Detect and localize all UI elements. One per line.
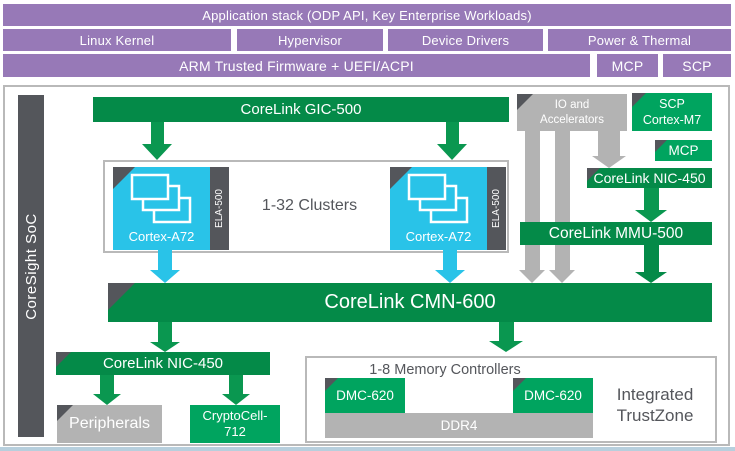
corner-accent: [655, 140, 667, 152]
gic-500-label: CoreLink GIC-500: [240, 101, 362, 118]
corner-accent: [113, 167, 135, 189]
peripherals-box: Peripherals: [57, 405, 162, 443]
linux-kernel-label: Linux Kernel: [79, 32, 155, 48]
linux-kernel-cell: Linux Kernel: [3, 29, 231, 51]
coresight-soc-label: CoreSight SoC: [22, 212, 40, 320]
arrow-nic450-to-mmu: [635, 188, 667, 222]
cortex-a72-block-right: Cortex-A72 ELA-500: [390, 167, 506, 250]
corner-accent: [57, 405, 73, 421]
mmu-500-bar: CoreLink MMU-500: [520, 222, 712, 245]
clusters-count-label: 1-32 Clusters: [261, 197, 358, 214]
device-drivers-label: Device Drivers: [421, 32, 510, 48]
corner-accent: [587, 168, 600, 181]
io-label-line2: Accelerators: [540, 113, 604, 126]
ddr4-label: DDR4: [440, 418, 478, 433]
arrow-nic450-to-peripherals: [93, 375, 121, 405]
cortex-a72-block-left: Cortex-A72 ELA-500: [113, 167, 229, 250]
mcp-firmware-cell: MCP: [597, 54, 658, 77]
arrow-gic-to-right-cluster: [437, 122, 467, 160]
nic-450-bottom-label: CoreLink NIC-450: [102, 355, 224, 372]
device-drivers-cell: Device Drivers: [388, 29, 543, 51]
arrow-cmn-to-memory: [489, 322, 523, 352]
corner-accent: [390, 167, 412, 189]
arm-trusted-firmware-label: ARM Trusted Firmware + UEFI/ACPI: [179, 57, 414, 74]
peripherals-label: Peripherals: [69, 415, 150, 432]
cmn-600-bar: CoreLink CMN-600: [108, 283, 712, 322]
nic-450-top-label: CoreLink NIC-450: [593, 170, 706, 186]
mcp-box: MCP: [655, 140, 712, 161]
bottom-edge-accent: [0, 447, 735, 451]
memory-controllers-title: 1-8 Memory Controllers: [369, 362, 521, 378]
corner-accent: [108, 283, 135, 310]
arrow-cmn-to-nic450-bottom: [150, 322, 180, 352]
cryptocell-label-line2: 712: [224, 424, 246, 439]
arrow-io-bus-2-to-cmn: [549, 131, 575, 283]
dmc-620-right-label: DMC-620: [524, 388, 582, 403]
mcp-label: MCP: [668, 143, 699, 158]
cortex-a72-label: Cortex-A72: [405, 228, 472, 244]
ela-500-strip: ELA-500: [210, 167, 229, 250]
ela-500-label: ELA-500: [491, 189, 503, 228]
mmu-500-label: CoreLink MMU-500: [548, 224, 684, 242]
application-stack-bar: Application stack (ODP API, Key Enterpri…: [3, 4, 731, 26]
mcp-firmware-label: MCP: [611, 57, 644, 74]
dmc-620-left-label: DMC-620: [336, 388, 394, 403]
ela-500-strip: ELA-500: [487, 167, 506, 250]
coresight-soc-bar: CoreSight SoC: [18, 95, 44, 437]
scp-label-line1: SCP: [659, 96, 685, 111]
cpu-cluster-icon: [130, 173, 192, 224]
cortex-a72-label: Cortex-A72: [128, 228, 195, 244]
arm-trusted-firmware-cell: ARM Trusted Firmware + UEFI/ACPI: [3, 54, 590, 77]
arrow-gic-to-left-cluster: [142, 122, 172, 160]
corner-accent: [56, 352, 71, 367]
nic-450-top-bar: CoreLink NIC-450: [587, 168, 712, 188]
dmc-620-right-box: DMC-620: [513, 378, 593, 413]
gic-500-bar: CoreLink GIC-500: [93, 97, 509, 122]
cryptocell-712-box: CryptoCell- 712: [190, 405, 280, 443]
cortex-a72-tile: Cortex-A72: [390, 167, 487, 250]
corner-accent: [513, 378, 526, 391]
arrow-left-cluster-to-cmn: [150, 250, 180, 283]
scp-cortex-m7-box: SCP Cortex-M7: [632, 93, 712, 131]
dmc-620-left-box: DMC-620: [325, 378, 405, 413]
arrow-mmu-to-cmn: [635, 245, 667, 283]
corner-accent: [325, 378, 338, 391]
arrow-right-cluster-to-cmn: [435, 250, 465, 283]
corner-accent: [632, 93, 646, 107]
io-accelerators-box: IO and Accelerators: [517, 94, 627, 131]
nic-450-bottom-bar: CoreLink NIC-450: [56, 352, 270, 375]
power-thermal-cell: Power & Thermal: [548, 29, 731, 51]
cmn-600-label: CoreLink CMN-600: [324, 291, 496, 313]
cryptocell-label-line1: CryptoCell-: [202, 407, 268, 423]
trustzone-label-line2: TrustZone: [616, 406, 694, 425]
application-stack-label: Application stack (ODP API, Key Enterpri…: [202, 7, 532, 23]
integrated-trustzone-label: Integrated TrustZone: [598, 383, 712, 427]
scp-firmware-label: SCP: [682, 57, 712, 74]
hypervisor-cell: Hypervisor: [237, 29, 383, 51]
power-thermal-label: Power & Thermal: [587, 32, 692, 48]
cortex-a72-tile: Cortex-A72: [113, 167, 210, 250]
ddr4-bar: DDR4: [325, 413, 593, 438]
arrow-nic450-to-cryptocell: [222, 375, 250, 405]
corner-accent: [517, 94, 533, 110]
scp-label-line2: Cortex-M7: [642, 113, 702, 127]
ela-500-label: ELA-500: [214, 189, 226, 228]
arrow-io-bus-1-to-cmn: [519, 131, 545, 283]
scp-firmware-cell: SCP: [663, 54, 731, 77]
trustzone-label-line1: Integrated: [616, 384, 694, 404]
cpu-cluster-icon: [407, 173, 469, 224]
hypervisor-label: Hypervisor: [277, 32, 343, 48]
io-label-line1: IO and: [554, 99, 590, 112]
arrow-io-to-nic450: [592, 131, 626, 168]
